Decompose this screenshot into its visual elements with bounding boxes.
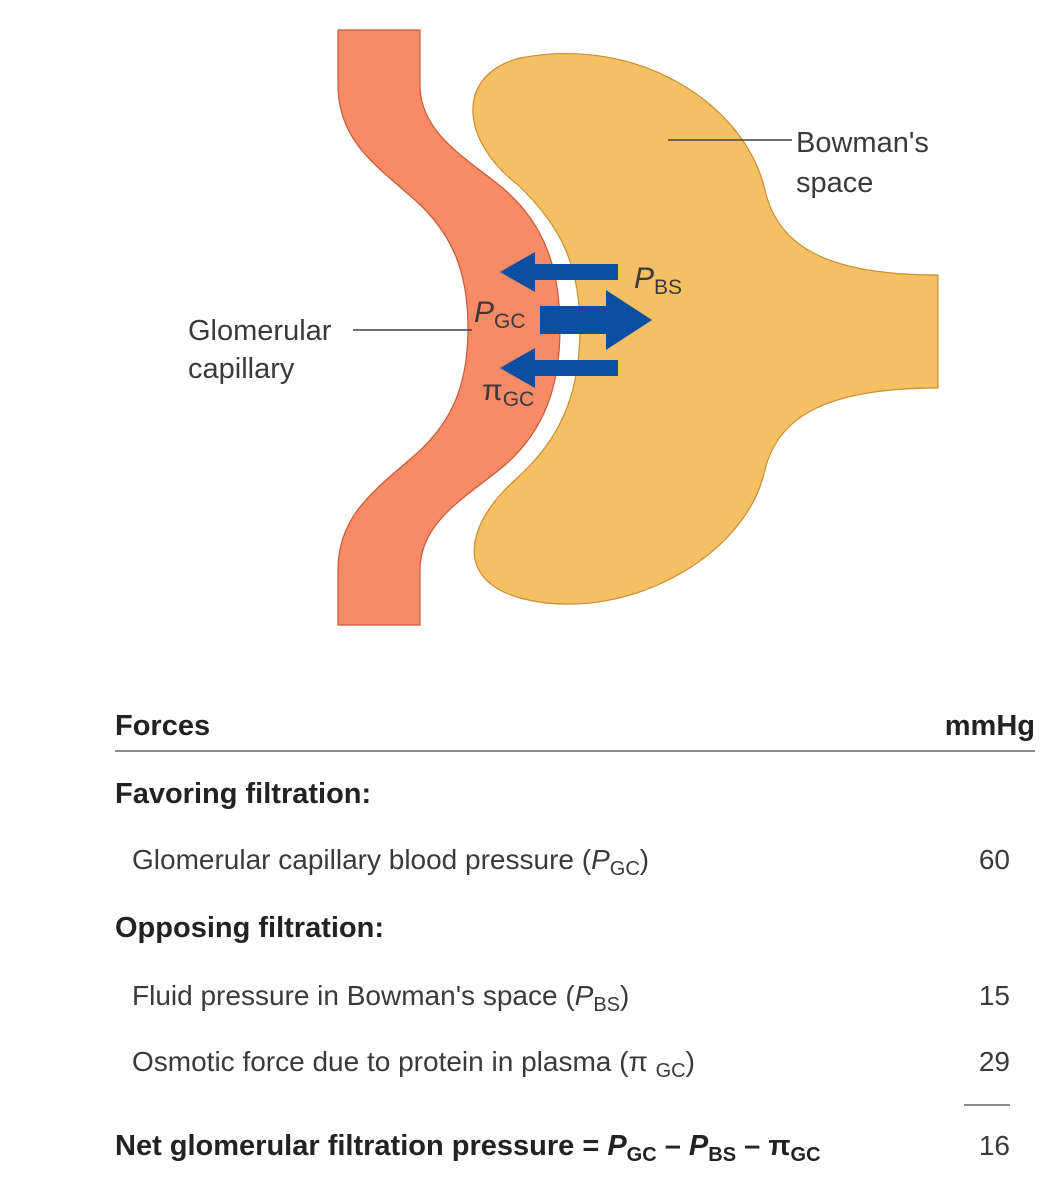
force-value: 15 [978, 980, 1010, 1011]
glomerular-capillary-shape [337, 29, 561, 626]
force-label: Glomerular capillary blood pressure (PGC… [132, 844, 650, 880]
filtration-diagram: Bowman's space Glomerular capillary PBS … [188, 29, 939, 626]
force-label: Fluid pressure in Bowman's space (PBS) [132, 980, 630, 1016]
forces-table: Forces mmHg Favoring filtration: Glomeru… [115, 710, 1035, 1166]
favoring-filtration-heading: Favoring filtration: [115, 778, 372, 810]
net-filtration-row: Net glomerular filtration pressure = PGC… [115, 1130, 1010, 1170]
glomerular-capillary-label: Glomerular capillary [188, 315, 340, 385]
sum-rule-divider [964, 1104, 1010, 1106]
force-label: Osmotic force due to protein in plasma (… [132, 1046, 695, 1082]
pi-gc-symbol: πGC [482, 374, 534, 411]
net-filtration-label: Net glomerular filtration pressure = PGC… [115, 1130, 821, 1166]
arrow-right-middle [540, 290, 652, 350]
arrow-left-bottom [500, 348, 618, 388]
mmhg-column-header: mmHg [944, 710, 1035, 742]
net-filtration-value: 16 [978, 1130, 1010, 1161]
table-row: Fluid pressure in Bowman's space (PBS) 1… [115, 980, 1010, 1020]
forces-column-header: Forces [115, 710, 211, 742]
p-bs-symbol: PBS [634, 262, 682, 299]
force-value: 60 [978, 844, 1010, 875]
table-header: Forces mmHg [115, 710, 1035, 752]
p-gc-symbol: PGC [474, 296, 526, 333]
table-row: Glomerular capillary blood pressure (PGC… [115, 844, 1010, 884]
arrow-left-top [500, 252, 618, 292]
bowmans-space-shape [472, 53, 939, 605]
bowmans-space-label: Bowman's space [796, 127, 937, 199]
opposing-filtration-heading: Opposing filtration: [115, 912, 385, 944]
force-value: 29 [978, 1046, 1010, 1077]
table-row: Osmotic force due to protein in plasma (… [115, 1046, 1010, 1086]
